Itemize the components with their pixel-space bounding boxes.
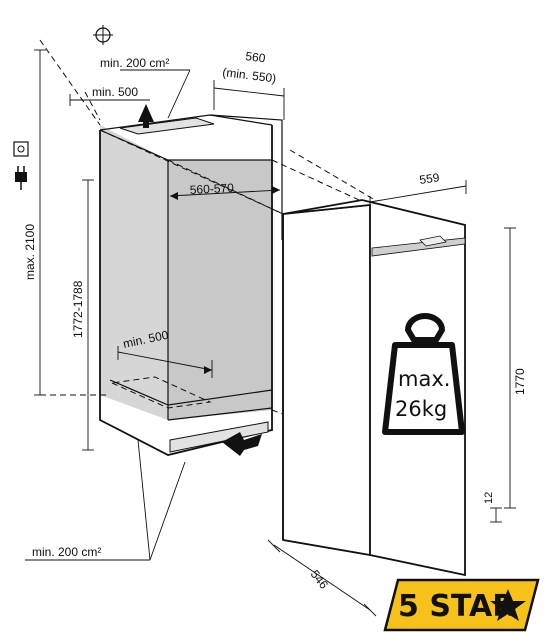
- level-crosshair-icon: [93, 25, 113, 45]
- niche-side-interior: [100, 125, 168, 420]
- appliance-depth-label: 546: [308, 567, 332, 592]
- dimension-lines: [25, 49, 516, 617]
- niche-height-label: 1772-1788: [71, 280, 85, 338]
- top-vent-grille: [119, 117, 215, 135]
- appliance: max. 26kg: [282, 199, 466, 577]
- depth-outer-min-label: (min. 550): [222, 65, 277, 85]
- top-vent-label: min. 200 cm²: [100, 56, 169, 70]
- niche-cabinet: [99, 104, 283, 456]
- top-min-label: min. 500: [92, 85, 138, 99]
- badge-text: 5 STAR: [398, 589, 515, 624]
- bottom-plinth-vent: [169, 421, 269, 453]
- appliance-width-label: 559: [418, 170, 440, 187]
- appliance-front: [283, 200, 465, 575]
- bottom-vent-arrow-icon: [222, 432, 262, 456]
- plinth-gap-label: 12: [483, 492, 495, 504]
- inner-width-label: 560-570: [189, 181, 234, 197]
- bottom-vent-label: min. 200 cm²: [32, 545, 101, 559]
- weight-label-line1: max.: [398, 367, 450, 391]
- depth-outer-label: 560: [245, 49, 267, 65]
- appliance-height-label: 1770: [513, 368, 527, 395]
- projection-lines: [39, 39, 376, 415]
- max-height-label: max. 2100: [23, 224, 37, 280]
- energy-star-badge: 5 STAR: [383, 578, 540, 632]
- niche-front-frame: [99, 125, 273, 456]
- power-plug-icon: [15, 166, 27, 190]
- weight-label-line2: 26kg: [395, 397, 447, 421]
- appliance-side: [282, 204, 371, 556]
- star-icon: [490, 589, 526, 621]
- top-vent-arrow-icon: [138, 104, 154, 128]
- power-socket-icon: [13, 141, 29, 157]
- weight-icon: [382, 313, 465, 435]
- niche-interior: [168, 160, 272, 420]
